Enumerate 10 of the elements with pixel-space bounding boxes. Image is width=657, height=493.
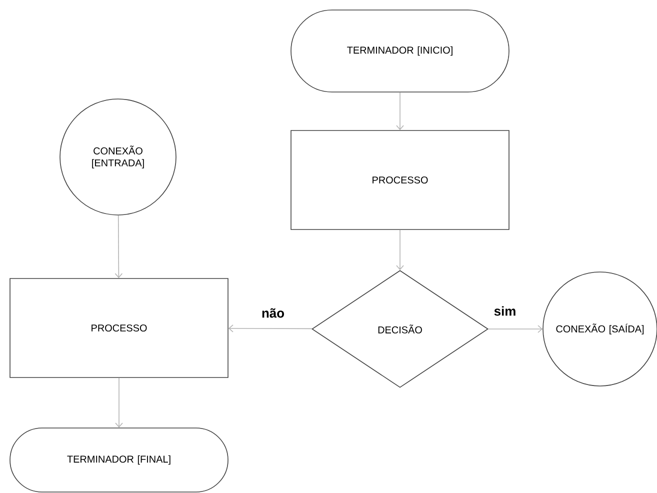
process-box: PROCESSO <box>290 130 510 230</box>
edge-label: sim <box>492 305 518 317</box>
arrow <box>114 214 123 278</box>
arrow <box>228 324 312 332</box>
arrow <box>115 378 123 428</box>
edge-label: não <box>260 307 286 319</box>
process-box: PROCESSO <box>10 278 228 378</box>
arrow <box>396 230 404 270</box>
arrow <box>488 325 543 333</box>
arrow <box>396 92 404 130</box>
